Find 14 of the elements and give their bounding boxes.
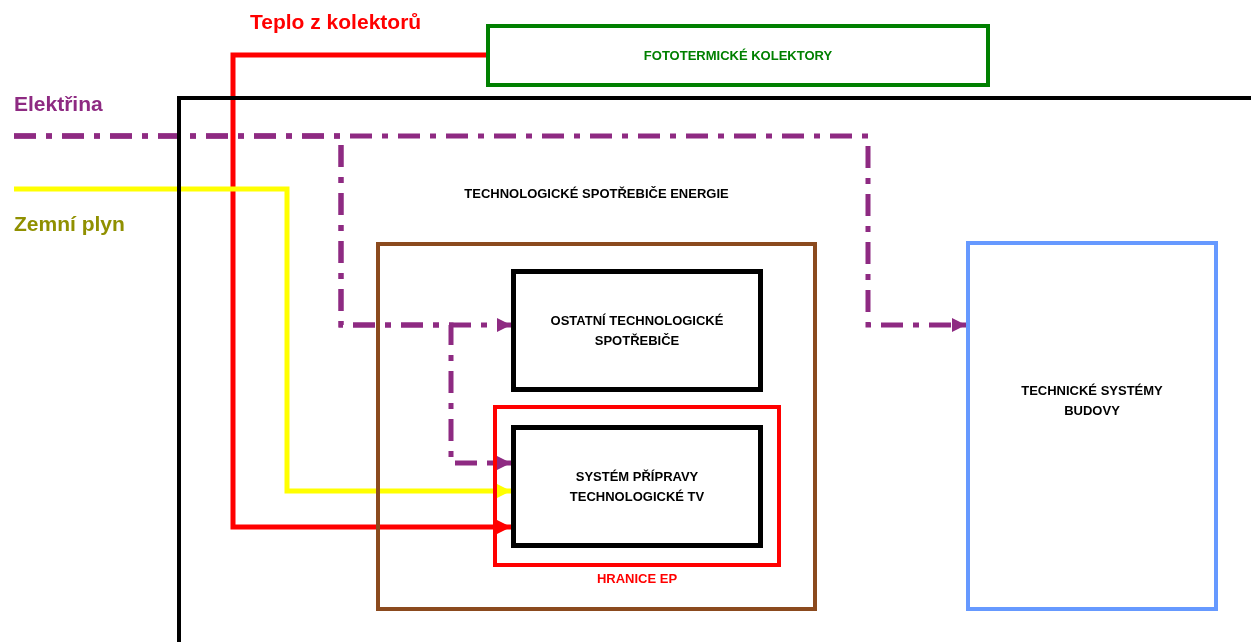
box-label: SYSTÉM PŘÍPRAVY TECHNOLOGICKÉ TV [568, 467, 706, 506]
process-box [511, 269, 763, 392]
box-label: OSTATNÍ TECHNOLOGICKÉ SPOTŘEBIČE [549, 311, 725, 350]
system-box [966, 241, 1218, 611]
edge-label: Teplo z kolektorů [250, 10, 422, 34]
connector-arrow [230, 52, 511, 534]
process-box [511, 425, 763, 548]
box-label: FOTOTERMICKÉ KOLEKTORY [642, 46, 834, 65]
box-label: HRANICE EP [595, 570, 679, 588]
box-label: TECHNICKÉ SYSTÉMY BUDOVY [1020, 382, 1164, 420]
box-label: TECHNOLOGICKÉ SPOTŘEBIČE ENERGIE [463, 185, 730, 203]
collector-box [486, 24, 990, 87]
connector-arrow [14, 186, 511, 498]
connector-arrow [14, 133, 966, 332]
